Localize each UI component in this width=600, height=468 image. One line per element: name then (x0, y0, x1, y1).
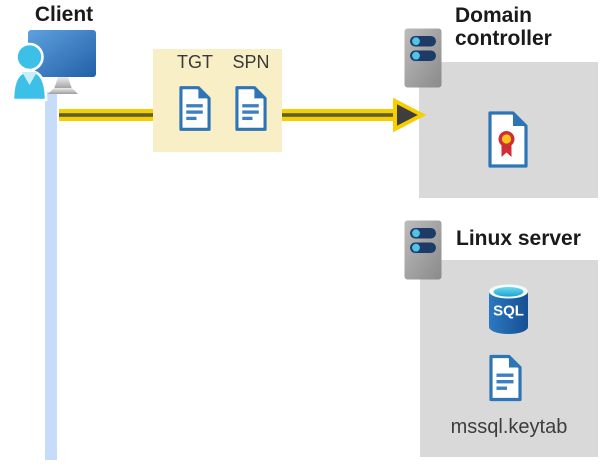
linux-server-icon (404, 220, 442, 280)
spn-label: SPN (232, 52, 270, 72)
domain-controller-server-icon (404, 28, 442, 88)
client-label: Client (34, 3, 94, 26)
linux-server-label: Linux server (456, 227, 581, 250)
client-icon (11, 30, 96, 101)
sql-icon-text: SQL (493, 303, 524, 320)
tgt-label: TGT (177, 52, 213, 72)
certificate-icon (488, 111, 528, 168)
tgt-document-icon (179, 86, 211, 131)
spn-document-icon (235, 86, 267, 131)
domain-controller-label: Domain controller (455, 4, 552, 50)
keytab-label: mssql.keytab (450, 416, 568, 438)
keytab-document-icon (489, 354, 522, 402)
sql-database-icon: SQL (489, 284, 528, 334)
client-lifeline (45, 92, 57, 460)
